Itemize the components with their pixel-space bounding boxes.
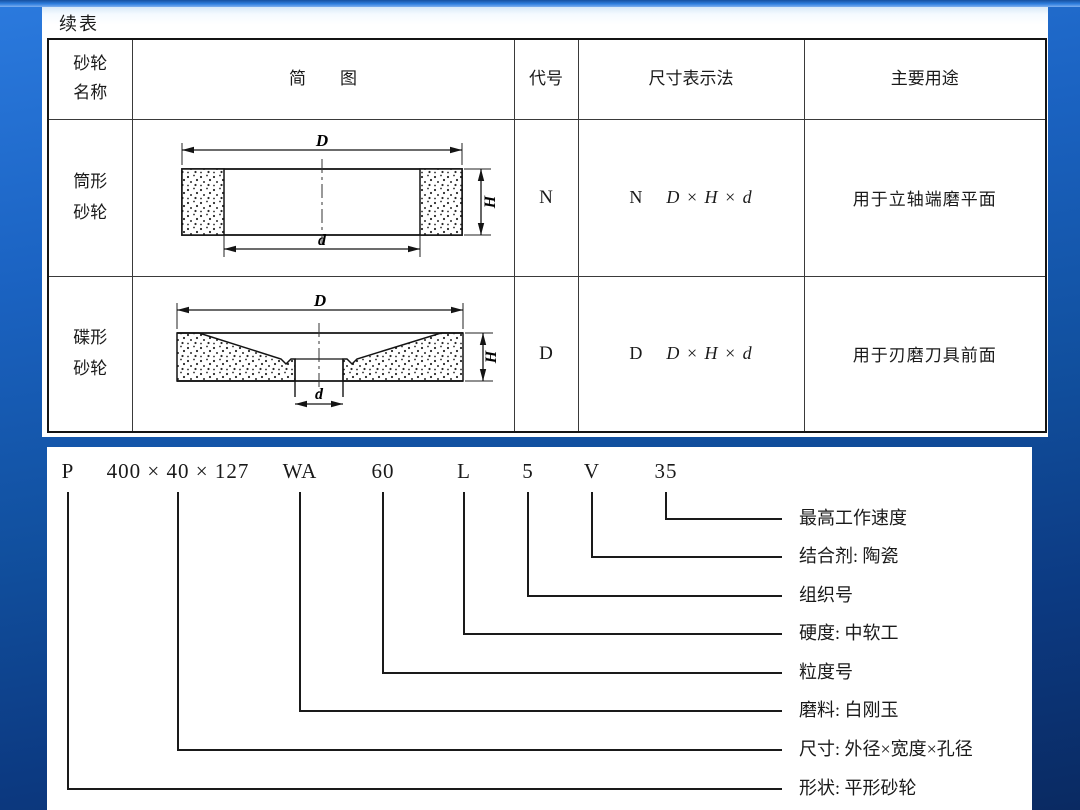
- label-shape: 形状: 平形砂轮: [799, 778, 917, 798]
- label-hardness: 硬度: 中软工: [799, 623, 899, 643]
- usage-cell: 用于立轴端磨平面: [803, 118, 1047, 277]
- connector-line: [463, 633, 782, 635]
- marking-hardness-code: L: [457, 459, 471, 483]
- connector-line: [591, 492, 593, 558]
- height-label: H: [482, 195, 499, 209]
- continued-table-panel: 续表 砂轮 名称 简 图 代号 尺寸表示法 主要用途 筒形 砂轮: [42, 7, 1048, 437]
- label-abrasive: 磨料: 白刚玉: [799, 700, 899, 720]
- bore-diameter-label: d: [315, 386, 324, 403]
- label-max-speed: 最高工作速度: [799, 508, 907, 528]
- connector-line: [67, 492, 69, 790]
- cylindrical-wheel-drawing: D d: [181, 135, 499, 257]
- connector-line: [591, 556, 782, 558]
- connector-line: [665, 518, 782, 520]
- label-structure: 组织号: [799, 585, 853, 605]
- label-grit: 粒度号: [799, 662, 853, 682]
- dish-wheel-diagram: D d: [131, 275, 515, 433]
- dish-wheel-drawing: D d: [176, 293, 499, 407]
- bore-diameter-label: d: [318, 232, 327, 249]
- label-bond: 结合剂: 陶瓷: [799, 546, 899, 566]
- cylindrical-wheel-diagram: D d: [131, 118, 515, 277]
- continued-table-label: 续表: [59, 14, 99, 34]
- marking-speed-code: 35: [654, 459, 678, 483]
- wheel-code-cell: D: [513, 275, 579, 433]
- connector-line: [177, 492, 179, 751]
- header-wheel-name: 砂轮 名称: [47, 38, 133, 120]
- table-row: 碟形 砂轮: [47, 275, 1047, 433]
- connector-line: [382, 492, 384, 674]
- wheel-name-cell: 筒形 砂轮: [47, 118, 133, 277]
- marking-grit-code: 60: [371, 459, 395, 483]
- header-notation: 尺寸表示法: [577, 38, 805, 120]
- wheel-spec-table: 砂轮 名称 简 图 代号 尺寸表示法 主要用途 筒形 砂轮: [47, 38, 1047, 433]
- header-code: 代号: [513, 38, 579, 120]
- table-row: 筒形 砂轮: [47, 118, 1047, 277]
- marking-bond-code: V: [583, 459, 601, 483]
- top-accent-strip: [0, 0, 1080, 7]
- header-usage: 主要用途: [803, 38, 1047, 120]
- wheel-name-cell: 碟形 砂轮: [47, 275, 133, 433]
- marking-size-code: 400 × 40 × 127: [106, 459, 250, 483]
- connector-line: [527, 492, 529, 597]
- height-label: H: [483, 350, 499, 364]
- marking-example-panel: P 400 × 40 × 127 WA 60 L 5 V 35 最高工作速度 结…: [47, 447, 1032, 810]
- connector-line: [382, 672, 782, 674]
- connector-line: [299, 710, 782, 712]
- connector-line: [527, 595, 782, 597]
- connector-line: [665, 492, 667, 520]
- connector-line: [463, 492, 465, 635]
- label-size: 尺寸: 外径×宽度×孔径: [799, 739, 973, 759]
- usage-cell: 用于刃磨刀具前面: [803, 275, 1047, 433]
- connector-line: [67, 788, 782, 790]
- connector-line: [299, 492, 301, 712]
- table-header-row: 砂轮 名称 简 图 代号 尺寸表示法 主要用途: [47, 38, 1047, 120]
- outer-diameter-label: D: [313, 293, 326, 310]
- marking-abrasive-code: WA: [282, 459, 318, 483]
- connector-line: [177, 749, 782, 751]
- marking-structure-code: 5: [522, 459, 534, 483]
- outer-diameter-label: D: [315, 135, 328, 150]
- wheel-code-cell: N: [513, 118, 579, 277]
- header-diagram: 简 图: [131, 38, 515, 120]
- marking-shape-code: P: [61, 459, 75, 483]
